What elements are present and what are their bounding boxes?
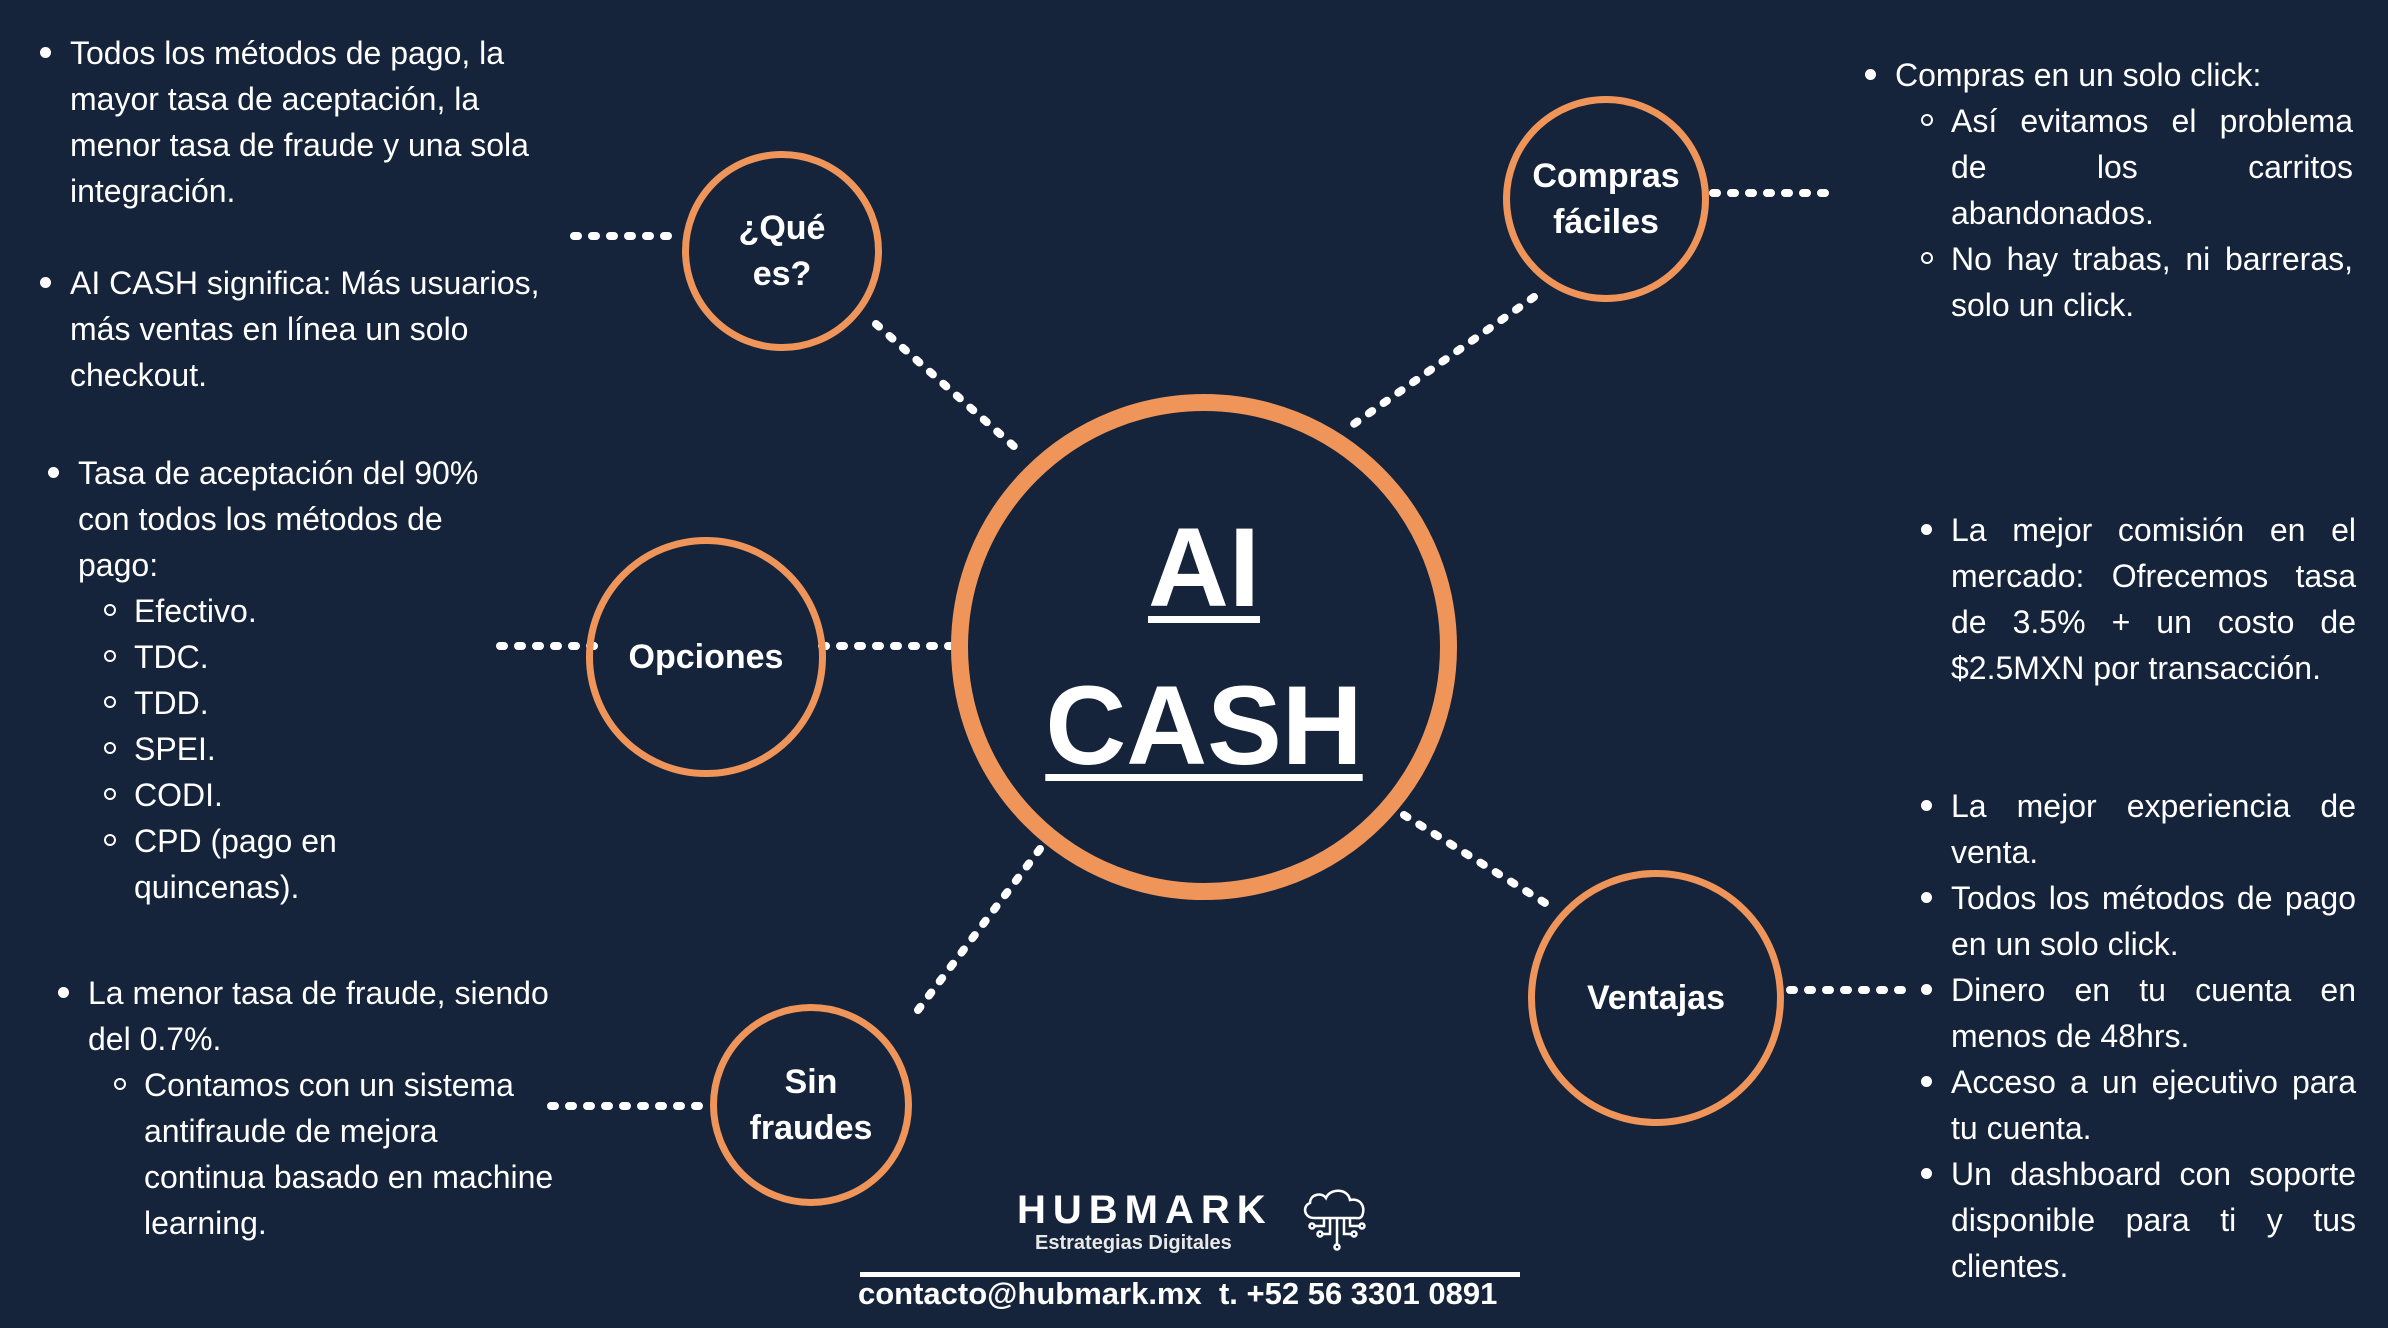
node-label: Ventajas [1587, 979, 1725, 1017]
sub-item: Así evitamos el problema de los carritos… [1921, 98, 2353, 236]
list-item: Acceso a un ejecutivo para tu cuenta. [1921, 1059, 2356, 1151]
node-ventajas: Ventajas [1528, 870, 1784, 1126]
compras-text: Compras en un solo click: Así evitamos e… [1863, 52, 2353, 328]
hubmark-logo: HUBMARK Estrategias Digitales [1017, 1188, 1273, 1255]
connector [1347, 293, 1538, 430]
item-text: La menor tasa de fraude, siendo del 0.7%… [88, 975, 549, 1057]
list-item: Todos los métodos de pago en un solo cli… [1921, 875, 2356, 967]
node-que-es: ¿Qué es? [682, 151, 882, 351]
list-item: AI CASH significa: Más usuarios, más ven… [40, 260, 558, 398]
connector [872, 320, 1021, 453]
connector [914, 841, 1047, 1014]
sub-item: Efectivo. [104, 588, 506, 634]
fraudes-text: La menor tasa de fraude, siendo del 0.7%… [56, 970, 556, 1246]
que-es-text: Todos los métodos de pago, la mayor tasa… [38, 30, 558, 398]
footer-divider [860, 1272, 1520, 1277]
opciones-text: Tasa de aceptación del 90% con todos los… [46, 450, 506, 910]
sub-item: CPD (pago en quincenas). [104, 818, 364, 910]
list-item: La mejor experiencia de venta. [1921, 783, 2356, 875]
node-label: Sin fraudes [749, 1063, 873, 1147]
comision-text: La mejor comisión en el mercado: Ofrecem… [1919, 507, 2356, 691]
cloud-circuit-icon [1303, 1189, 1366, 1251]
list-item: Todos los métodos de pago, la mayor tasa… [40, 30, 558, 214]
sub-item: CODI. [104, 772, 506, 818]
item-text: Compras en un solo click: [1895, 57, 2262, 93]
list-item: Dinero en tu cuenta en menos de 48hrs. [1921, 967, 2356, 1059]
node-sin-fraudes: Sin fraudes [710, 1004, 912, 1206]
sub-item: TDD. [104, 680, 506, 726]
center-title-line1: AI [1147, 505, 1260, 630]
node-label: Compras fáciles [1532, 157, 1680, 241]
node-label: ¿Qué es? [738, 209, 826, 293]
node-label: Opciones [628, 638, 784, 676]
list-item: Compras en un solo click: Así evitamos e… [1865, 52, 2353, 328]
list-item: Tasa de aceptación del 90% con todos los… [48, 450, 506, 910]
list-item: Un dashboard con soporte disponible para… [1921, 1151, 2356, 1289]
list-item: La menor tasa de fraude, siendo del 0.7%… [58, 970, 556, 1246]
connector [1400, 811, 1554, 910]
ventajas-text: La mejor experiencia de venta. Todos los… [1919, 783, 2356, 1289]
node-compras: Compras fáciles [1503, 96, 1709, 302]
sub-item: TDC. [104, 634, 506, 680]
brand-tagline: Estrategias Digitales [1035, 1232, 1232, 1254]
sub-item: SPEI. [104, 726, 506, 772]
brand-name: HUBMARK [1017, 1188, 1273, 1232]
sub-item: Contamos con un sistema antifraude de me… [114, 1062, 556, 1246]
list-item: La mejor comisión en el mercado: Ofrecem… [1921, 507, 2356, 691]
node-opciones: Opciones [586, 537, 826, 777]
item-text: Tasa de aceptación del 90% con todos los… [78, 455, 479, 583]
center-title-line2: CASH [1045, 663, 1363, 788]
sub-item: No hay trabas, ni barreras, solo un clic… [1921, 236, 2353, 328]
center-node: AI CASH [951, 394, 1457, 900]
contact-info: contacto@hubmark.mx t. +52 56 3301 0891 [858, 1276, 1498, 1311]
